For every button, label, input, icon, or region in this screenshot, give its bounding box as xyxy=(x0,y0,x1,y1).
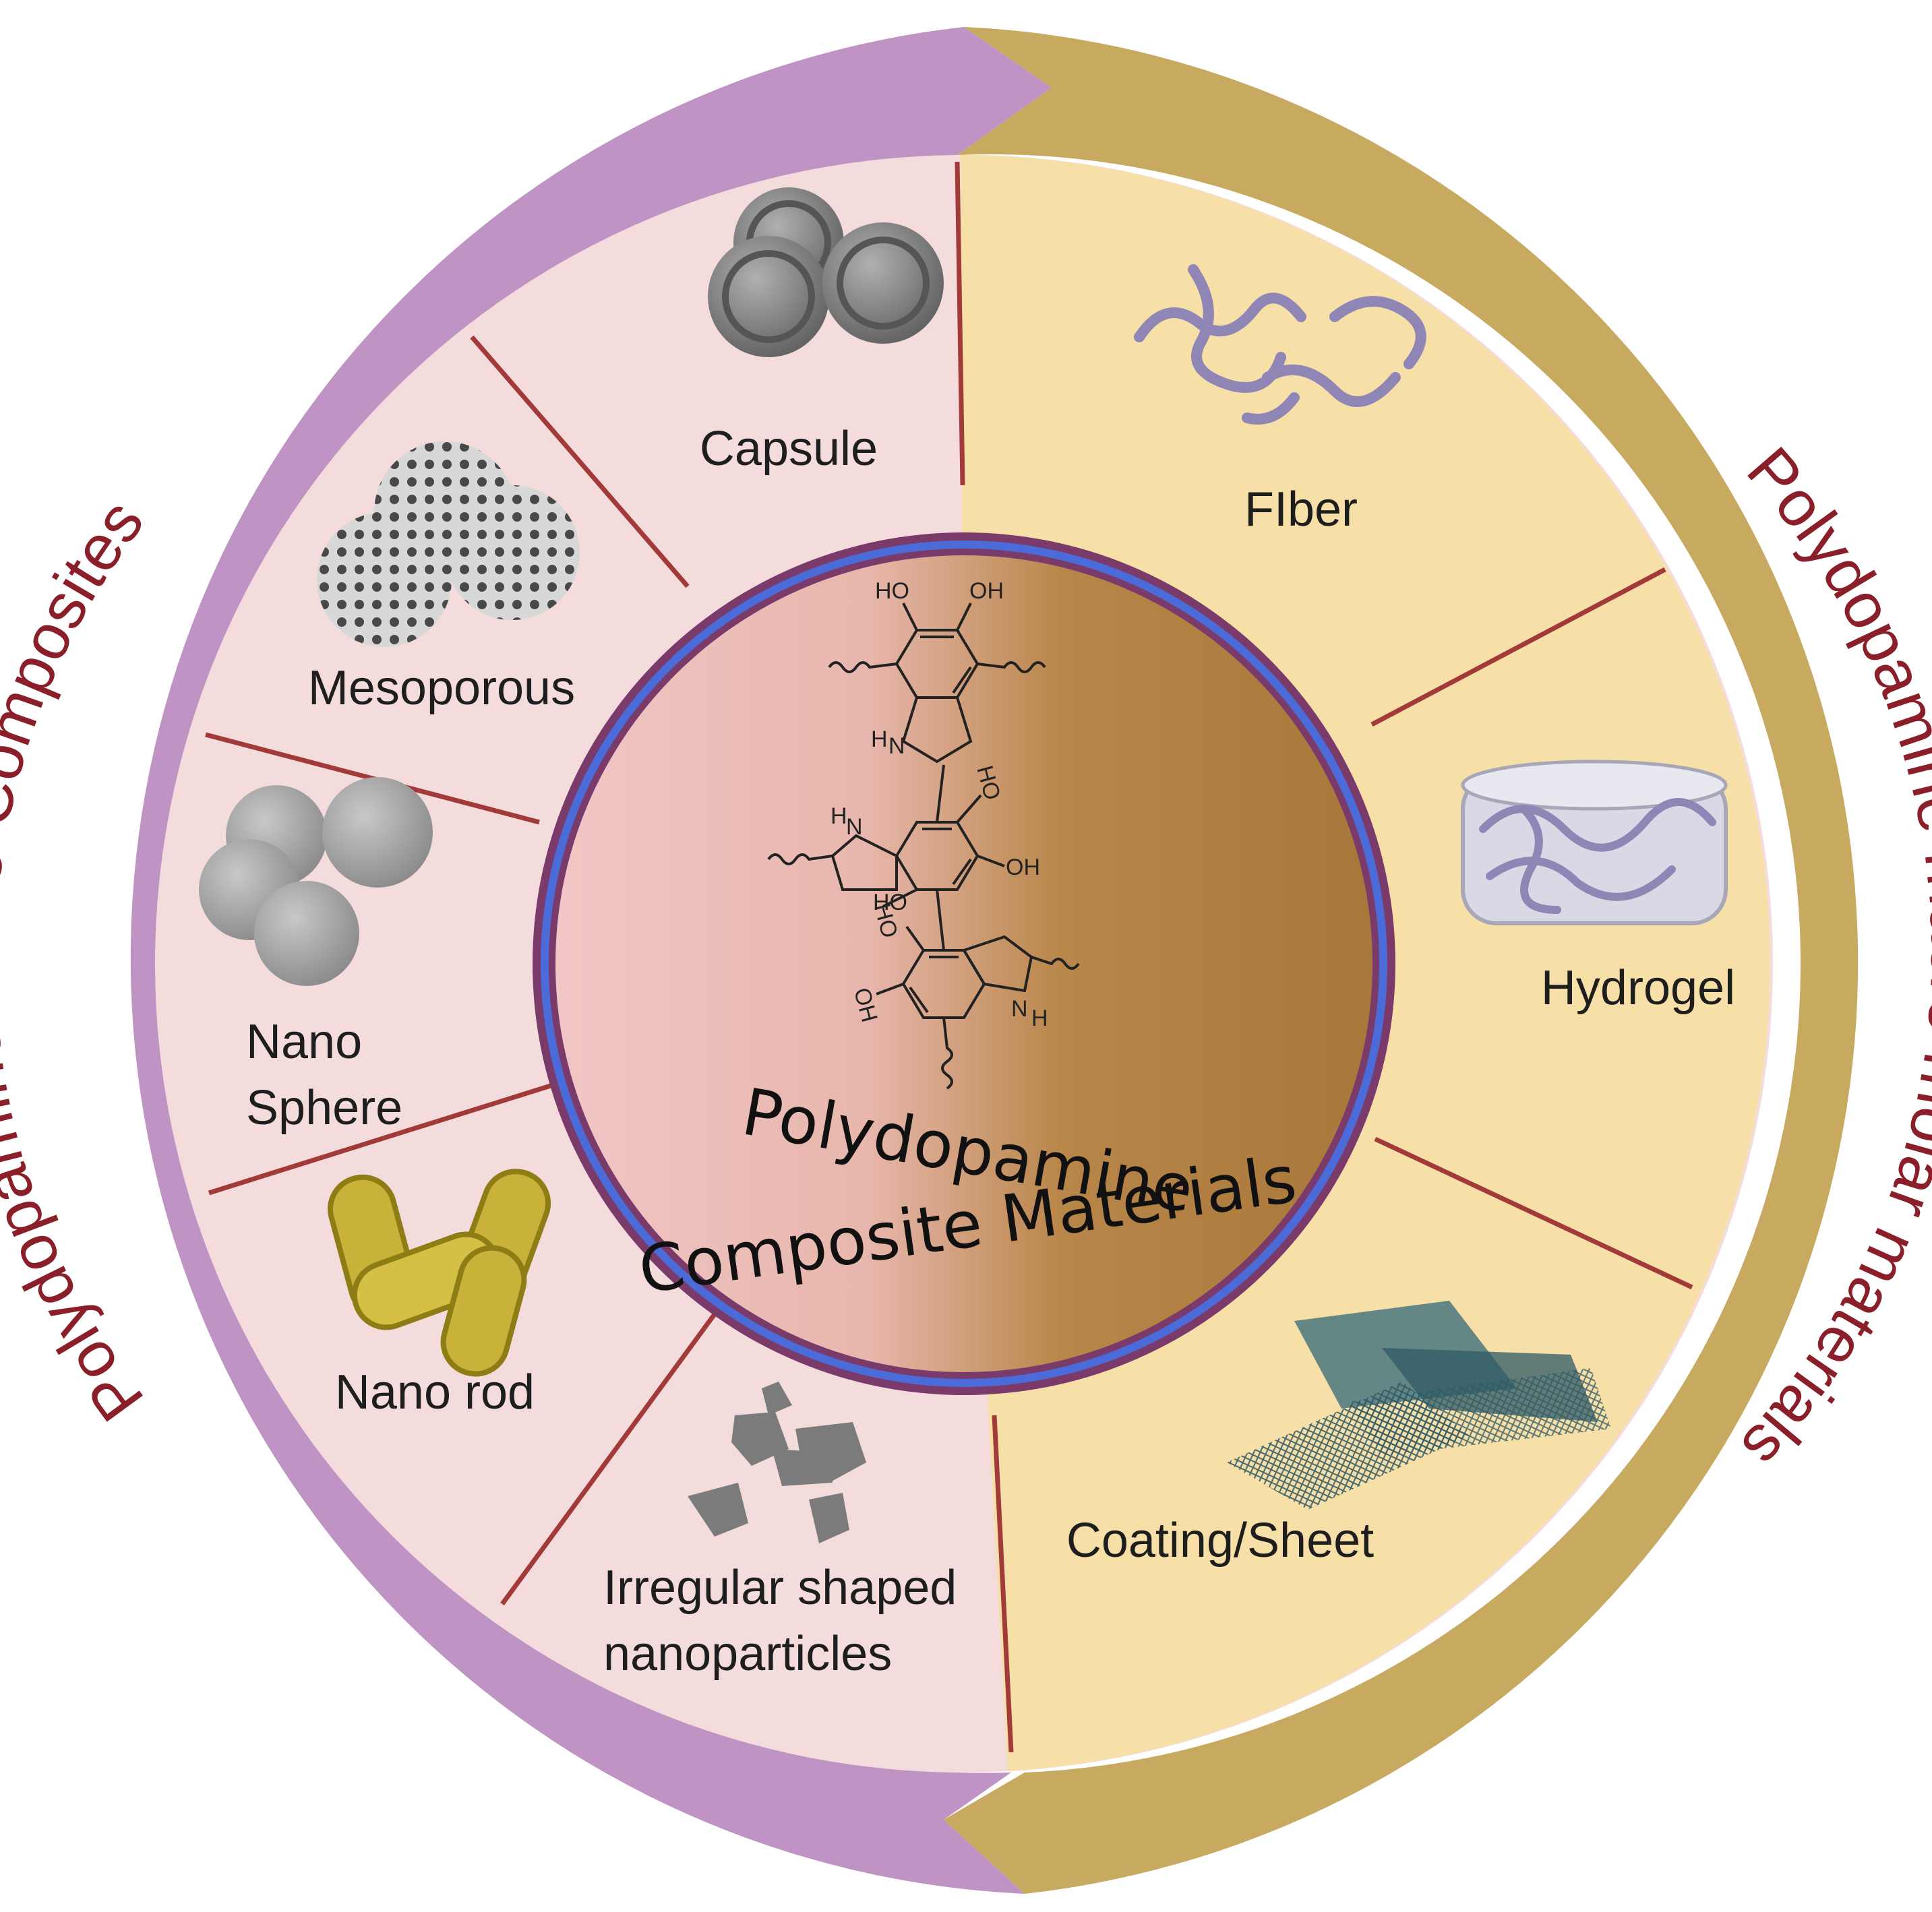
svg-text:N: N xyxy=(846,814,863,840)
nano-sphere-label-line1: Nano xyxy=(246,1015,362,1069)
center-disc xyxy=(555,555,1372,1372)
svg-text:H: H xyxy=(1031,1006,1048,1031)
nano-rod-label: Nano rod xyxy=(335,1365,535,1419)
mesoporous-icon xyxy=(317,441,580,647)
irregular-particles-icon xyxy=(688,1382,866,1543)
svg-text:HO: HO xyxy=(875,578,909,604)
coating-sheet-icon xyxy=(1227,1301,1611,1510)
fiber-icon xyxy=(1134,264,1426,425)
irregular-label-line2: nanoparticles xyxy=(603,1627,892,1681)
capsule-icon xyxy=(708,187,944,357)
svg-text:OH: OH xyxy=(1006,855,1040,880)
structure-labels: HO OH HO OH HO OH HO N H N H N H xyxy=(831,578,1048,1031)
svg-text:N: N xyxy=(1011,996,1028,1022)
fiber-label: FIber xyxy=(1244,483,1358,536)
capsule-label: Capsule xyxy=(700,422,878,476)
coating-sheet-label: Coating/Sheet xyxy=(1066,1514,1374,1568)
irregular-label-line1: Irregular shaped xyxy=(603,1561,957,1615)
polydopamine-structure xyxy=(767,603,1080,1090)
nano-rod-icon xyxy=(327,1169,551,1377)
hydrogel-icon xyxy=(1461,760,1728,925)
svg-text:H: H xyxy=(871,727,888,752)
svg-text:H: H xyxy=(831,803,847,829)
nano-sphere-label-line2: Sphere xyxy=(246,1081,402,1135)
hydrogel-label: Hydrogel xyxy=(1541,961,1735,1015)
nano-sphere-icon xyxy=(199,777,433,986)
svg-text:HO: HO xyxy=(873,890,907,915)
mesoporous-label: Mesoporous xyxy=(308,661,575,715)
svg-text:N: N xyxy=(888,733,905,759)
segment-dividers xyxy=(205,161,1693,1753)
svg-text:OH: OH xyxy=(969,578,1004,604)
